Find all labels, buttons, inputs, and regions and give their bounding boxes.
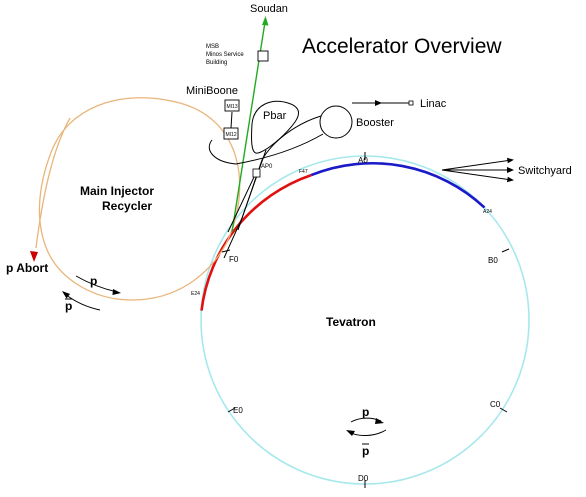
pbar-source-outline (251, 100, 299, 154)
booster-label: Booster (356, 117, 394, 129)
station-d0-label: D0 (358, 474, 369, 483)
tev-antiproton-label: p (362, 444, 369, 458)
msb-label-3: Building (206, 60, 227, 66)
main-injector-label-2: Recycler (102, 199, 152, 213)
miniboone-line (230, 111, 233, 129)
booster-ring (319, 105, 353, 139)
mi-antiproton-arrow-icon (62, 291, 70, 299)
tick-f0 (221, 249, 231, 253)
linac-arrow-icon (375, 100, 382, 106)
station-e24-label: E24 (191, 291, 200, 297)
tev-proton-label: p (362, 405, 369, 419)
switchyard-label: Switchyard (518, 165, 572, 177)
blue-transfer-arc (310, 161, 486, 209)
ap0-label: AP0 (261, 164, 273, 170)
tick-e0 (227, 407, 236, 413)
station-a0-label: A0 (358, 156, 368, 165)
mi13-label: MI13 (227, 104, 238, 110)
miniboone-label: MiniBoone (186, 85, 238, 97)
tev-proton-arrow-icon (375, 418, 384, 424)
station-f47-label: F47 (299, 169, 308, 175)
msb-label-1: MSB (206, 44, 219, 50)
mi-proton-label: p (90, 274, 97, 288)
main-injector-label-1: Main Injector (80, 184, 154, 198)
abort-line (35, 117, 71, 249)
switchyard-line-3 (441, 169, 513, 181)
switchyard-arrow-icon-1 (507, 157, 514, 164)
diagram-title: Accelerator Overview (302, 35, 502, 58)
linac-label: Linac (420, 98, 447, 110)
mi12-label: MI12 (226, 132, 237, 138)
ap-line-2 (227, 174, 256, 233)
booster-to-mi-line (208, 133, 324, 165)
station-f0-label: F0 (229, 255, 239, 264)
main-injector-ring (38, 97, 241, 301)
station-c0-label: C0 (490, 400, 501, 409)
mi13-building (224, 99, 240, 112)
linac-source-box (408, 100, 414, 106)
tev-antiproton-arrow (348, 429, 387, 436)
tick-c0 (499, 407, 508, 413)
tev-antiproton-arrow-icon (346, 430, 355, 436)
ap0-building (252, 168, 261, 178)
soudan-label: Soudan (250, 3, 288, 15)
station-a24-label: A24 (483, 209, 492, 215)
switchyard-arrow-icon-2 (507, 167, 514, 173)
tevatron-label: Tevatron (326, 315, 376, 329)
p-abort-label: p Abort (6, 261, 48, 275)
station-b0-label: B0 (488, 256, 498, 265)
mi-proton-arrow-icon (112, 289, 121, 295)
msb-label-2: Minos Service (206, 52, 244, 58)
pbar-label: Pbar (263, 110, 287, 122)
red-transfer-arc (200, 173, 312, 311)
abort-arrow-icon (30, 251, 38, 262)
msb-building (257, 50, 269, 62)
tick-b0 (501, 248, 510, 253)
switchyard-line-1 (441, 159, 513, 171)
mi-antiproton-label: p (65, 299, 72, 313)
station-e0-label: E0 (233, 406, 243, 415)
soudan-arrow-icon (262, 16, 269, 26)
switchyard-arrow-icon-3 (507, 176, 514, 183)
